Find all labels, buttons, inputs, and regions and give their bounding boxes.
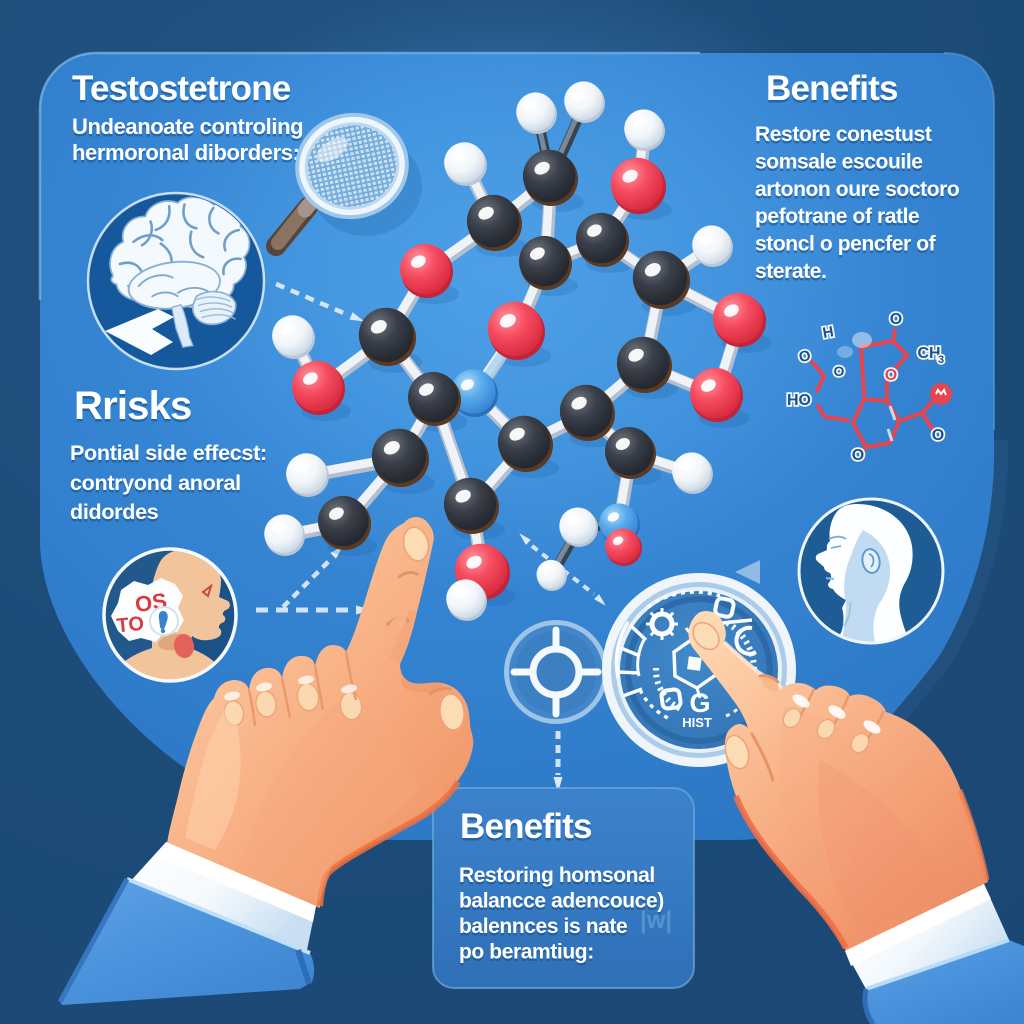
svg-text:G: G	[689, 688, 710, 718]
svg-text:O: O	[932, 427, 944, 444]
svg-text:O: O	[890, 311, 902, 328]
svg-text:Restoring homsonal: Restoring homsonal	[459, 867, 655, 890]
svg-text:stoncl o pencfer of: stoncl o pencfer of	[755, 235, 937, 258]
svg-text:Pontial side effecst:: Pontial side effecst:	[70, 444, 267, 468]
svg-text:somsale escouile: somsale escouile	[755, 153, 923, 176]
svg-text:TO: TO	[116, 613, 146, 638]
svg-text:HIST: HIST	[682, 715, 712, 730]
svg-text:pefotrane of ratle: pefotrane of ratle	[755, 208, 919, 231]
svg-text:po beramtiug:: po beramtiug:	[459, 943, 594, 966]
svg-text:contryond anoral: contryond anoral	[70, 471, 241, 495]
svg-text:Undeanoate controling: Undeanoate controling	[72, 114, 303, 139]
svg-text:Rrisks: Rrisks	[74, 384, 192, 428]
svg-text:hermoronal diborders:: hermoronal diborders:	[72, 140, 300, 165]
svg-text:didordes: didordes	[70, 503, 159, 527]
svg-text:didordes: didordes	[70, 500, 159, 524]
svg-text:Benefits: Benefits	[460, 807, 592, 846]
svg-text:H: H	[821, 323, 835, 342]
svg-text:O: O	[834, 363, 845, 379]
svg-text:sterate.: sterate.	[755, 263, 827, 286]
svg-text:Restoring homsonal: Restoring homsonal	[459, 864, 655, 887]
svg-text:3: 3	[938, 354, 944, 366]
svg-text:Restore conestust: Restore conestust	[755, 123, 932, 146]
svg-text:|w|: |w|	[640, 907, 672, 934]
svg-text:HO: HO	[787, 392, 811, 409]
svg-text:balennces is nate: balennces is nate	[459, 918, 627, 941]
svg-text:Testostetrone: Testostetrone	[72, 72, 291, 111]
svg-text:Benefits: Benefits	[460, 810, 592, 849]
svg-text:Restore conestust: Restore conestust	[755, 126, 932, 149]
svg-text:O: O	[852, 447, 864, 464]
svg-text:Pontial side effecst:: Pontial side effecst:	[70, 441, 267, 465]
svg-text:artonon oure soctoro: artonon oure soctoro	[755, 180, 959, 203]
svg-text:Benefits: Benefits	[766, 72, 898, 111]
svg-text:po beramtiug:: po beramtiug:	[459, 941, 594, 964]
svg-text:balancce adencouce): balancce adencouce)	[459, 890, 664, 913]
svg-text:stoncl o pencfer of: stoncl o pencfer of	[755, 233, 937, 256]
svg-text:Benefits: Benefits	[766, 69, 898, 108]
svg-text:contryond anoral: contryond anoral	[70, 474, 241, 498]
svg-text:O: O	[885, 367, 897, 384]
svg-text:hermoronal diborders:: hermoronal diborders:	[72, 143, 300, 168]
svg-text:balennces is nate: balennces is nate	[459, 915, 627, 938]
svg-text:CH: CH	[917, 345, 940, 362]
svg-text:somsale escouile: somsale escouile	[755, 150, 923, 173]
svg-text:balancce adencouce): balancce adencouce)	[459, 892, 664, 915]
svg-text:sterate.: sterate.	[755, 260, 827, 283]
svg-text:Undeanoate controling: Undeanoate controling	[72, 117, 303, 142]
svg-text:Testostetrone: Testostetrone	[72, 69, 291, 108]
svg-text:artonon oure soctoro: artonon oure soctoro	[755, 178, 959, 201]
svg-text:Rrisks: Rrisks	[74, 387, 192, 431]
svg-text:pefotrane of ratle: pefotrane of ratle	[755, 205, 919, 228]
